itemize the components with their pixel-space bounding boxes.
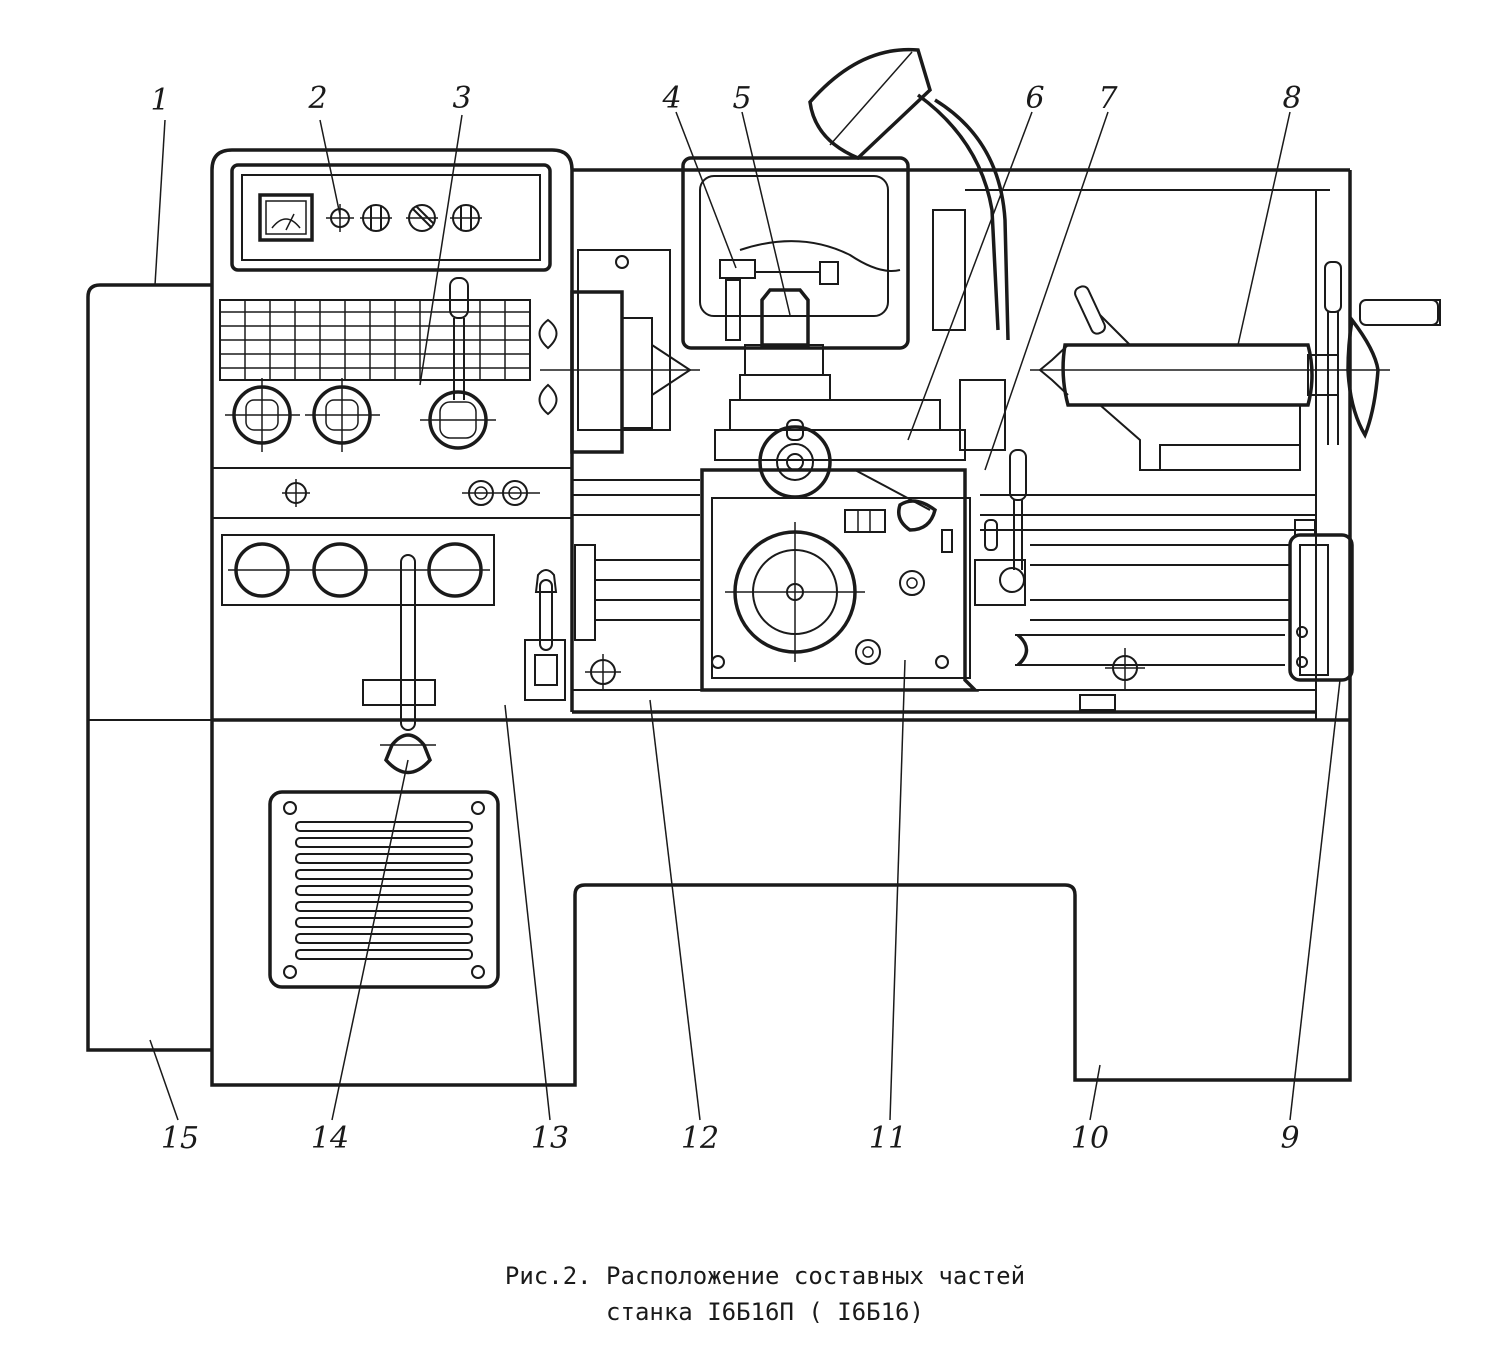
lamp — [808, 47, 1010, 341]
figure-caption: Рис.2. Расположение составных частей ста… — [0, 1258, 1500, 1330]
part-label-10: 10 — [1071, 1121, 1109, 1156]
leader-lines — [149, 111, 1341, 1121]
apron — [700, 468, 980, 692]
caption-line-2: станка I6Б16П ( I6Б16) — [606, 1298, 924, 1326]
part-label-15: 15 — [161, 1121, 199, 1156]
carriage-handles — [959, 379, 1027, 606]
part-label-13: 13 — [531, 1121, 569, 1156]
electrical-cabinet — [86, 283, 212, 1052]
speed-knobs — [225, 277, 496, 452]
part-label-5: 5 — [732, 81, 751, 116]
feed-table-plate — [219, 299, 531, 381]
part-label-12: 12 — [681, 1121, 719, 1156]
feed-lever — [524, 569, 566, 701]
control-switches — [326, 204, 482, 232]
part-label-8: 8 — [1282, 81, 1301, 116]
part-number-labels: 1 2 3 4 5 6 7 8 9 10 11 12 13 14 15 — [150, 81, 1301, 1156]
part-label-4: 4 — [661, 81, 681, 116]
tailstock — [1030, 261, 1441, 471]
bed-ways — [572, 479, 1316, 714]
leadscrew-bracket — [1288, 519, 1354, 682]
part-label-7: 7 — [1098, 81, 1118, 116]
part-label-2: 2 — [307, 81, 327, 116]
vent-grille — [268, 790, 500, 989]
spindle-chuck — [538, 290, 700, 454]
part-label-9: 9 — [1280, 1121, 1299, 1156]
cross-slide — [714, 399, 966, 532]
part-label-11: 11 — [869, 1121, 907, 1156]
part-label-6: 6 — [1025, 81, 1044, 116]
part-label-1: 1 — [150, 83, 169, 118]
caption-line-1: Рис.2. Расположение составных частей — [504, 1262, 1026, 1290]
tool-post — [719, 259, 839, 401]
headstock — [210, 148, 574, 989]
part-label-14: 14 — [311, 1121, 349, 1156]
part-label-3: 3 — [452, 81, 471, 116]
